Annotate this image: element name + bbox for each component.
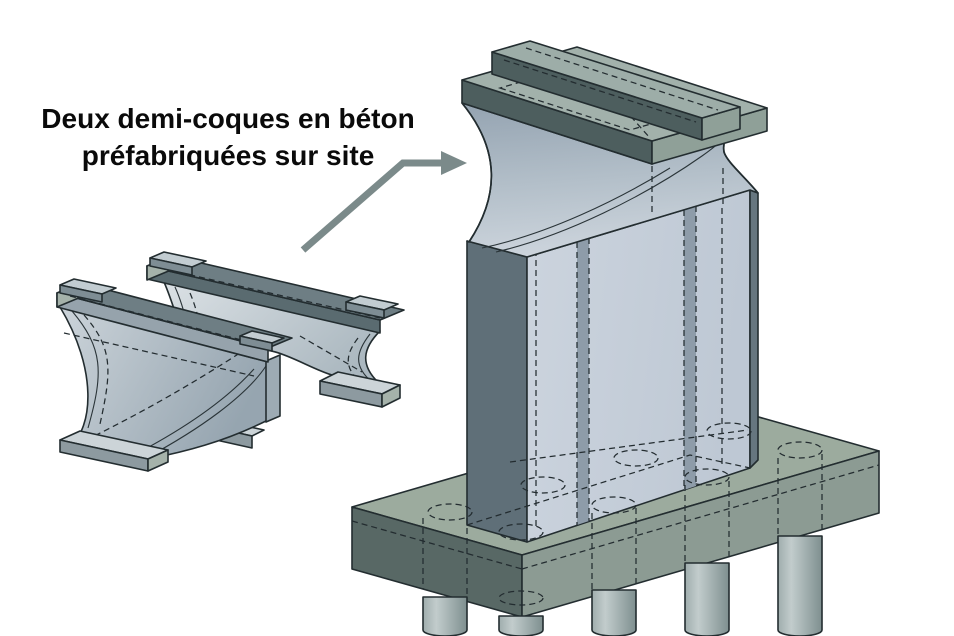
- shell-back-flange-hidden-edge: [159, 267, 381, 319]
- pier-shaft-left-face: [466, 240, 528, 543]
- pile-hidden-top: [498, 590, 544, 606]
- pile: [498, 615, 544, 636]
- pile-penetration: [591, 496, 637, 514]
- half-shell-front: [56, 278, 293, 472]
- shell-front-flange: [56, 278, 293, 363]
- pile: [684, 562, 730, 636]
- beam-hidden-edge-1: [503, 59, 697, 123]
- assembled-pier-model: [351, 40, 880, 636]
- pile-penetration: [613, 449, 659, 467]
- slab-hidden-diagonal: [583, 63, 651, 139]
- pier-shaft-right-face: [749, 189, 759, 469]
- shell-back-foot-right: [319, 371, 401, 408]
- pier-shaft-hidden-cap-edge: [509, 429, 749, 463]
- pier-shaft: [466, 189, 759, 543]
- shell-back-hidden-edge: [299, 335, 363, 373]
- pile-cap-right-face: [521, 450, 880, 618]
- annotation-line-1: Deux demi-coques en béton: [41, 103, 415, 134]
- pier-shaft-joint-strip-1: [577, 238, 589, 525]
- beam-hidden-edge-2: [525, 47, 719, 111]
- pile-penetration: [706, 422, 752, 440]
- pile-penetration: [777, 441, 823, 459]
- shell-front-hidden-sweep: [85, 340, 259, 441]
- half-shells-model: [56, 251, 405, 472]
- shell-front-end-strip: [265, 354, 281, 423]
- leader-arrow-right-icon: [441, 151, 467, 175]
- pier-shaft-joint-strip-2: [684, 206, 696, 490]
- annotation-label: Deux demi-coques en béton préfabriquées …: [10, 100, 446, 174]
- pile-penetration: [498, 523, 544, 541]
- pile: [422, 596, 468, 636]
- pile-penetration: [427, 503, 473, 521]
- foundation-piles: [422, 535, 823, 636]
- pile-penetration: [520, 476, 566, 494]
- shaft-footprint-hidden: [466, 454, 751, 526]
- pier-head-swoosh-echo: [481, 167, 671, 249]
- leader-arrow: [300, 151, 467, 253]
- shell-front-sweep-curve: [145, 365, 267, 459]
- pier-head-left-concave-edge: [461, 102, 493, 243]
- pile: [777, 535, 823, 636]
- pile: [591, 589, 637, 636]
- shell-front-concave-echo: [71, 310, 99, 429]
- pier-cap-slabs: [461, 40, 768, 165]
- annotation-line-2: préfabriquées sur site: [81, 140, 375, 171]
- pile-cap-hidden-lines: [351, 422, 880, 606]
- shell-front-flange-hidden-edge: [69, 295, 266, 347]
- leader-arrow-line: [300, 159, 441, 253]
- shell-front-hidden-edge: [63, 332, 255, 377]
- upper-bearing-beam: [491, 40, 741, 141]
- shell-back-flange: [146, 251, 405, 334]
- shell-front-hidden-concave: [83, 314, 109, 425]
- shell-front-foot: [59, 430, 169, 472]
- pile-penetration: [684, 468, 730, 486]
